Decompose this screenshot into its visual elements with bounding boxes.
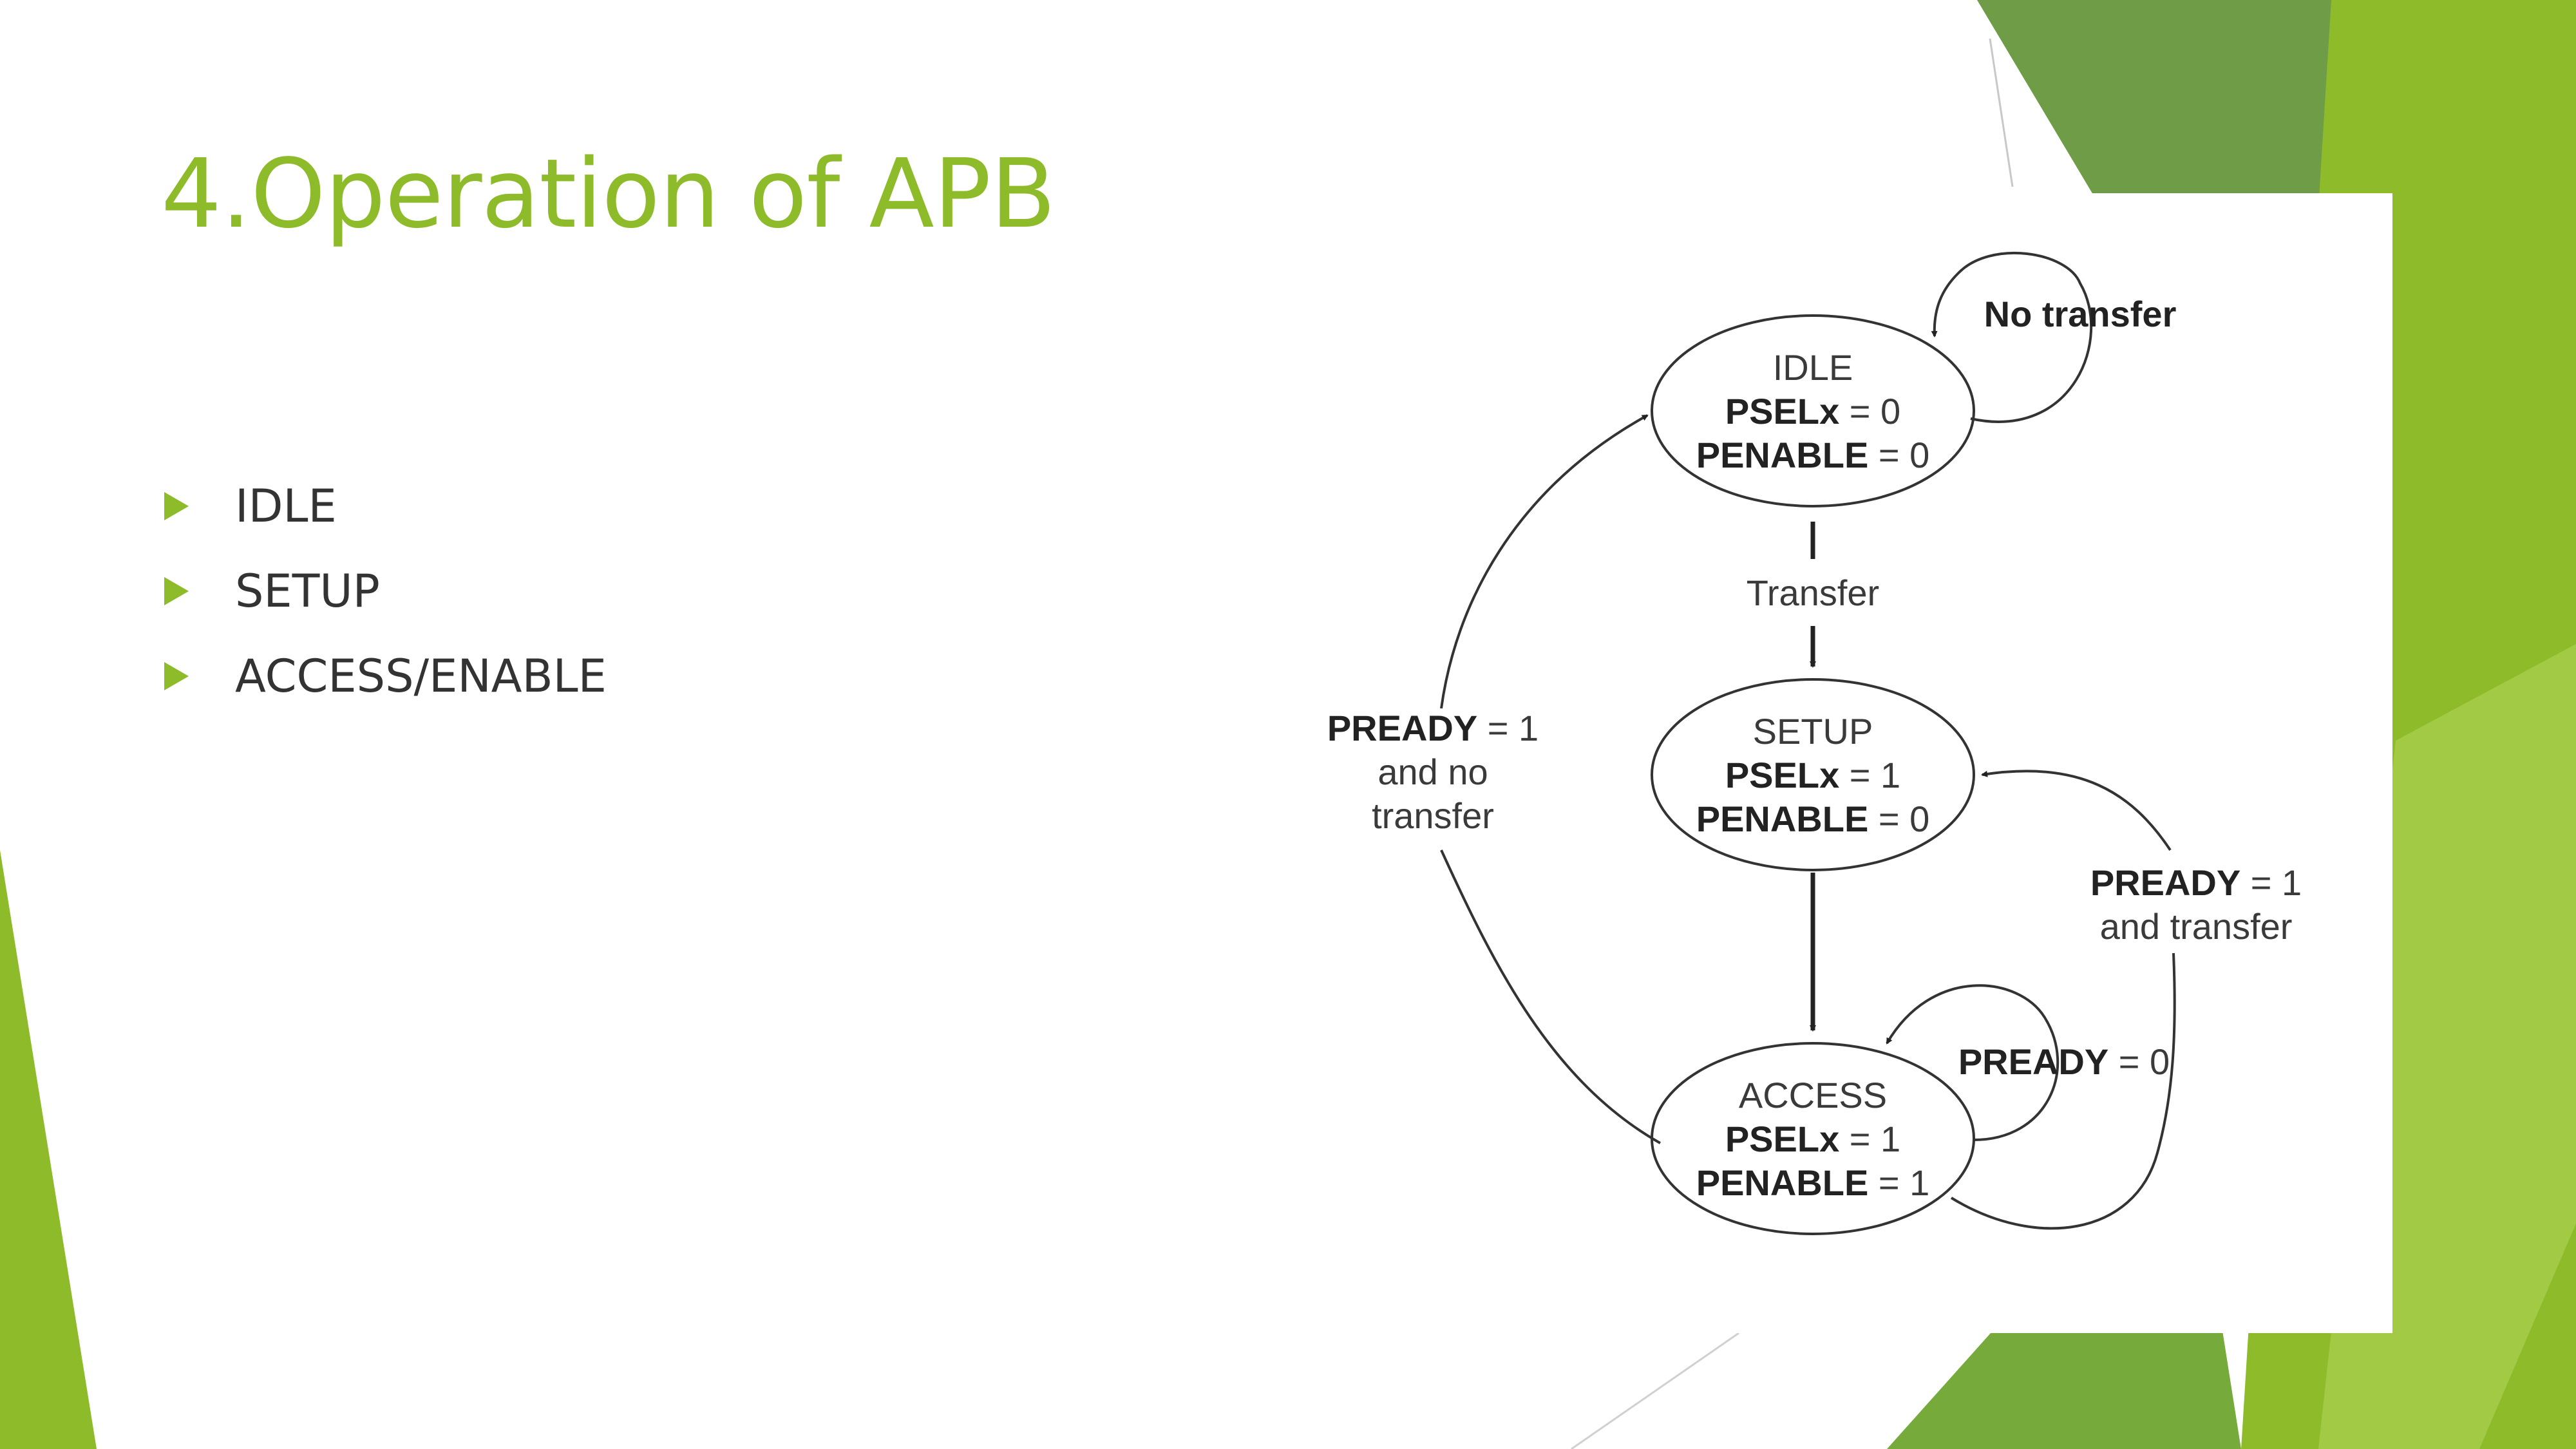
edge-access-idle-upper	[1440, 414, 1649, 709]
idle-penable: PENABLE = 0	[1696, 435, 1930, 475]
bullet-arrow-icon	[164, 662, 189, 690]
idle-state-name: IDLE	[1773, 347, 1853, 388]
bullet-item: IDLE	[164, 464, 607, 549]
idle-psel: PSELx = 0	[1725, 391, 1900, 431]
label-pready-no-transfer-line3: transfer	[1372, 795, 1494, 836]
edge-access-setup-upper	[1981, 770, 2172, 851]
bullet-item: ACCESS/ENABLE	[164, 634, 607, 719]
access-state-name: ACCESS	[1739, 1075, 1887, 1115]
access-psel: PSELx = 1	[1725, 1119, 1900, 1159]
setup-state-name: SETUP	[1753, 711, 1873, 752]
label-pready-no-transfer-line2: and no	[1378, 752, 1488, 792]
state-diagram-panel: IDLE PSELx = 0 PENABLE = 0 SETUP PSELx =…	[1282, 193, 2392, 1333]
label-pready-zero: PREADY = 0	[1958, 1041, 2170, 1082]
setup-penable: PENABLE = 0	[1696, 799, 1930, 839]
deco-shape-bottom	[1887, 1327, 2241, 1449]
label-pready-no-transfer-line1: PREADY = 1	[1327, 708, 1539, 748]
bullet-item: SETUP	[164, 549, 607, 634]
deco-line-top	[1989, 38, 2014, 187]
edge-idle-self-loop	[1931, 251, 2093, 423]
label-no-transfer: No transfer	[1984, 294, 2177, 334]
edge-access-self-loop	[1886, 984, 2060, 1141]
slide-title: 4.Operation of APB	[161, 138, 1056, 249]
deco-shape-left	[0, 850, 97, 1449]
label-pready-transfer-line1: PREADY = 1	[2090, 862, 2302, 903]
setup-psel: PSELx = 1	[1725, 755, 1900, 795]
bullet-arrow-icon	[164, 492, 189, 520]
state-diagram: IDLE PSELx = 0 PENABLE = 0 SETUP PSELx =…	[1327, 251, 2302, 1235]
edge-access-idle-lower	[1440, 849, 1661, 1144]
label-transfer: Transfer	[1747, 573, 1879, 613]
bullet-list: IDLE SETUP ACCESS/ENABLE	[164, 464, 607, 719]
bullet-text-access: ACCESS/ENABLE	[235, 650, 607, 703]
label-pready-transfer-line2: and transfer	[2100, 906, 2293, 947]
bullet-text-setup: SETUP	[235, 565, 380, 618]
state-node-setup	[1651, 678, 1975, 871]
edge-access-setup-lower	[1950, 952, 2176, 1230]
deco-line-bottom	[1571, 1332, 1739, 1449]
bullet-arrow-icon	[164, 577, 189, 605]
state-node-idle	[1651, 314, 1975, 507]
bullet-text-idle: IDLE	[235, 480, 337, 533]
access-penable: PENABLE = 1	[1696, 1162, 1930, 1203]
